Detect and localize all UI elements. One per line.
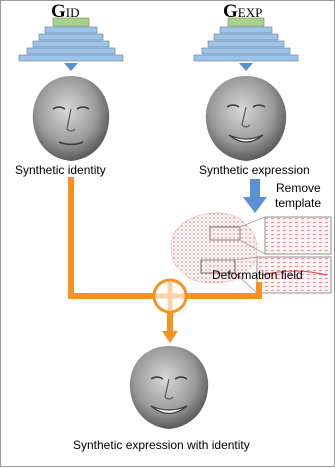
plus-operator-icon — [154, 280, 186, 312]
identity-face-image — [33, 76, 109, 161]
generator-id-subscript: ID — [66, 5, 80, 20]
down-arrow-icon — [239, 63, 253, 71]
expression-face-image — [206, 76, 286, 161]
generator-id-stack — [19, 18, 123, 71]
generator-exp-stack — [194, 18, 298, 71]
generator-exp-letter: G — [223, 1, 238, 22]
down-arrow-icon — [64, 63, 78, 71]
remove-template-label-line1: Remove — [276, 181, 321, 195]
remove-template-arrow — [243, 179, 267, 213]
synthetic-identity-label: Synthetic identity — [15, 163, 106, 177]
down-arrow-icon — [162, 331, 178, 343]
zoom-inset-upper — [265, 217, 331, 254]
generator-exp-subscript: EXP — [238, 5, 263, 20]
generator-exp-label: GEXP — [223, 1, 262, 23]
synthetic-expression-label: Synthetic expression — [199, 163, 310, 177]
generator-id-label: GID — [51, 1, 80, 23]
remove-template-label-line2: template — [275, 196, 321, 210]
deformation-field-label: Deformation field — [212, 268, 303, 282]
output-label: Synthetic expression with identity — [73, 438, 250, 452]
output-face-image — [130, 346, 208, 429]
generator-id-letter: G — [51, 1, 66, 22]
